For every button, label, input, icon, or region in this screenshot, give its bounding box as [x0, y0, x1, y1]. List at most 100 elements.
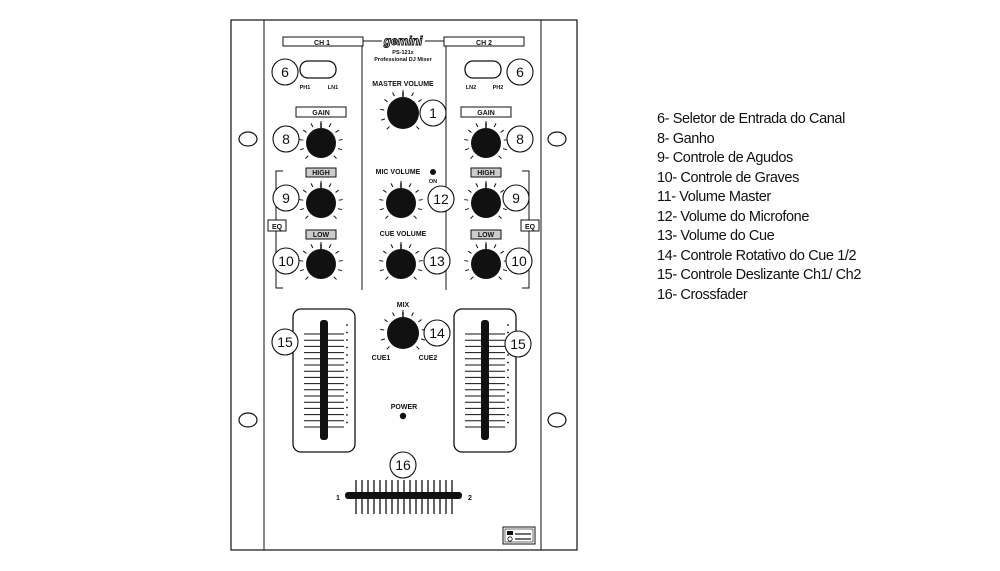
callout-10-ch2: 10	[505, 247, 533, 275]
knob-tick	[467, 250, 472, 254]
cue-volume-knob[interactable]	[379, 242, 423, 280]
crossfader-right-label: 2	[468, 495, 472, 502]
callout-circle	[271, 58, 299, 86]
knob-tick	[493, 123, 497, 128]
knob-tick	[464, 269, 470, 272]
rack-hole	[238, 412, 258, 428]
knob-tick	[413, 276, 417, 280]
knob-tick	[302, 129, 307, 133]
knob-tick	[464, 199, 469, 201]
crossfader-left-label: 1	[336, 495, 340, 502]
cue1-label: CUE1	[372, 355, 391, 362]
legend-item: 13- Volume do Cue	[657, 228, 775, 244]
knob-tick	[302, 189, 307, 193]
ch1-input-switch[interactable]	[299, 60, 337, 79]
gain-label-box	[460, 106, 512, 118]
fader-scale-mark	[507, 331, 509, 334]
knob-tick	[500, 250, 505, 254]
mic-volume-knob[interactable]	[379, 181, 423, 219]
ch1-high-knob[interactable]	[299, 181, 343, 219]
callout-circle	[272, 184, 300, 212]
knob-tick	[384, 319, 388, 323]
knob-tick	[379, 269, 385, 272]
mix-label: MIX	[397, 302, 410, 309]
knob-tick	[411, 92, 414, 97]
knob-body	[386, 249, 416, 279]
fader-slot	[320, 320, 328, 440]
ch2-high-knob[interactable]	[464, 181, 508, 219]
callout-15-ch2: 15	[504, 330, 532, 358]
ch2-fader[interactable]	[453, 308, 517, 453]
crossfader[interactable]	[345, 480, 462, 514]
ch1-label: CH 1	[314, 40, 330, 47]
ch2-input-a: LN2	[466, 85, 476, 91]
fader-scale-mark	[346, 399, 348, 401]
legend-list: 6- Seletor de Entrada do Canal 8- Ganho …	[657, 110, 861, 305]
mic-on-label: ON	[429, 179, 437, 185]
knob-tick	[335, 189, 340, 193]
knob-tick	[464, 148, 470, 151]
knob-tick	[380, 118, 386, 121]
fader-scale-mark	[507, 391, 509, 394]
fader-scale-mark	[507, 376, 509, 379]
callout-8-ch1: 8	[272, 125, 300, 153]
knob-tick	[337, 269, 343, 272]
knob-tick	[420, 338, 426, 341]
ch2-low-knob[interactable]	[464, 242, 508, 280]
fader-scale-mark	[507, 384, 509, 386]
callout-6-ch1: 6	[271, 58, 299, 86]
callout-16: 16	[389, 451, 417, 479]
knob-tick	[415, 189, 420, 193]
ch1-low-knob[interactable]	[299, 242, 343, 280]
power-led	[399, 412, 407, 420]
knob-tick	[493, 244, 497, 249]
knob-tick	[338, 139, 343, 141]
power-label: POWER	[391, 404, 417, 411]
ch1-gain-knob[interactable]	[299, 121, 343, 159]
legend-item: 16- Crossfader	[657, 286, 748, 303]
fader-scale-mark	[346, 354, 348, 356]
knob-tick	[417, 208, 423, 211]
callout-number: 14	[429, 325, 445, 341]
knob-tick	[299, 148, 305, 151]
high-label-box	[470, 167, 502, 178]
gain-label-box	[295, 106, 347, 118]
ch2-input-switch[interactable]	[464, 60, 502, 79]
ch1-fader[interactable]	[292, 308, 356, 453]
legend-item: 9- Controle de Agudos	[657, 150, 793, 166]
fader-scale-mark	[507, 421, 509, 424]
low-label-box	[470, 229, 502, 240]
callout-1: 1	[419, 99, 447, 127]
knob-tick	[299, 260, 304, 262]
fader-scale-mark	[346, 361, 348, 364]
fader-scale-mark	[346, 331, 348, 334]
knob-tick	[384, 99, 388, 103]
knob-tick	[310, 244, 314, 249]
knob-body	[306, 249, 336, 279]
knob-tick	[310, 123, 314, 128]
knob-tick	[382, 250, 387, 254]
knob-tick	[380, 338, 386, 341]
ch2-eq-box	[520, 219, 540, 232]
mix-knob[interactable]	[380, 310, 426, 350]
fader-scale-mark	[507, 414, 509, 416]
callout-number: 10	[511, 253, 527, 269]
callout-circle	[506, 125, 534, 153]
high-label-box	[305, 167, 337, 178]
knob-tick	[328, 123, 332, 128]
callout-circle	[272, 247, 300, 275]
ch2-gain-knob[interactable]	[464, 121, 508, 159]
knob-body	[306, 188, 336, 218]
callout-number: 6	[516, 64, 524, 80]
knob-tick	[380, 108, 385, 111]
fader-scale-mark	[346, 324, 348, 326]
knob-tick	[390, 244, 394, 249]
knob-tick	[470, 276, 474, 280]
legend-item: 8- Ganho	[657, 130, 715, 147]
master-volume-knob[interactable]	[380, 90, 426, 130]
callout-number: 16	[395, 457, 411, 473]
knob-tick	[335, 129, 340, 133]
knob-body	[386, 188, 416, 218]
knob-tick	[392, 312, 395, 317]
